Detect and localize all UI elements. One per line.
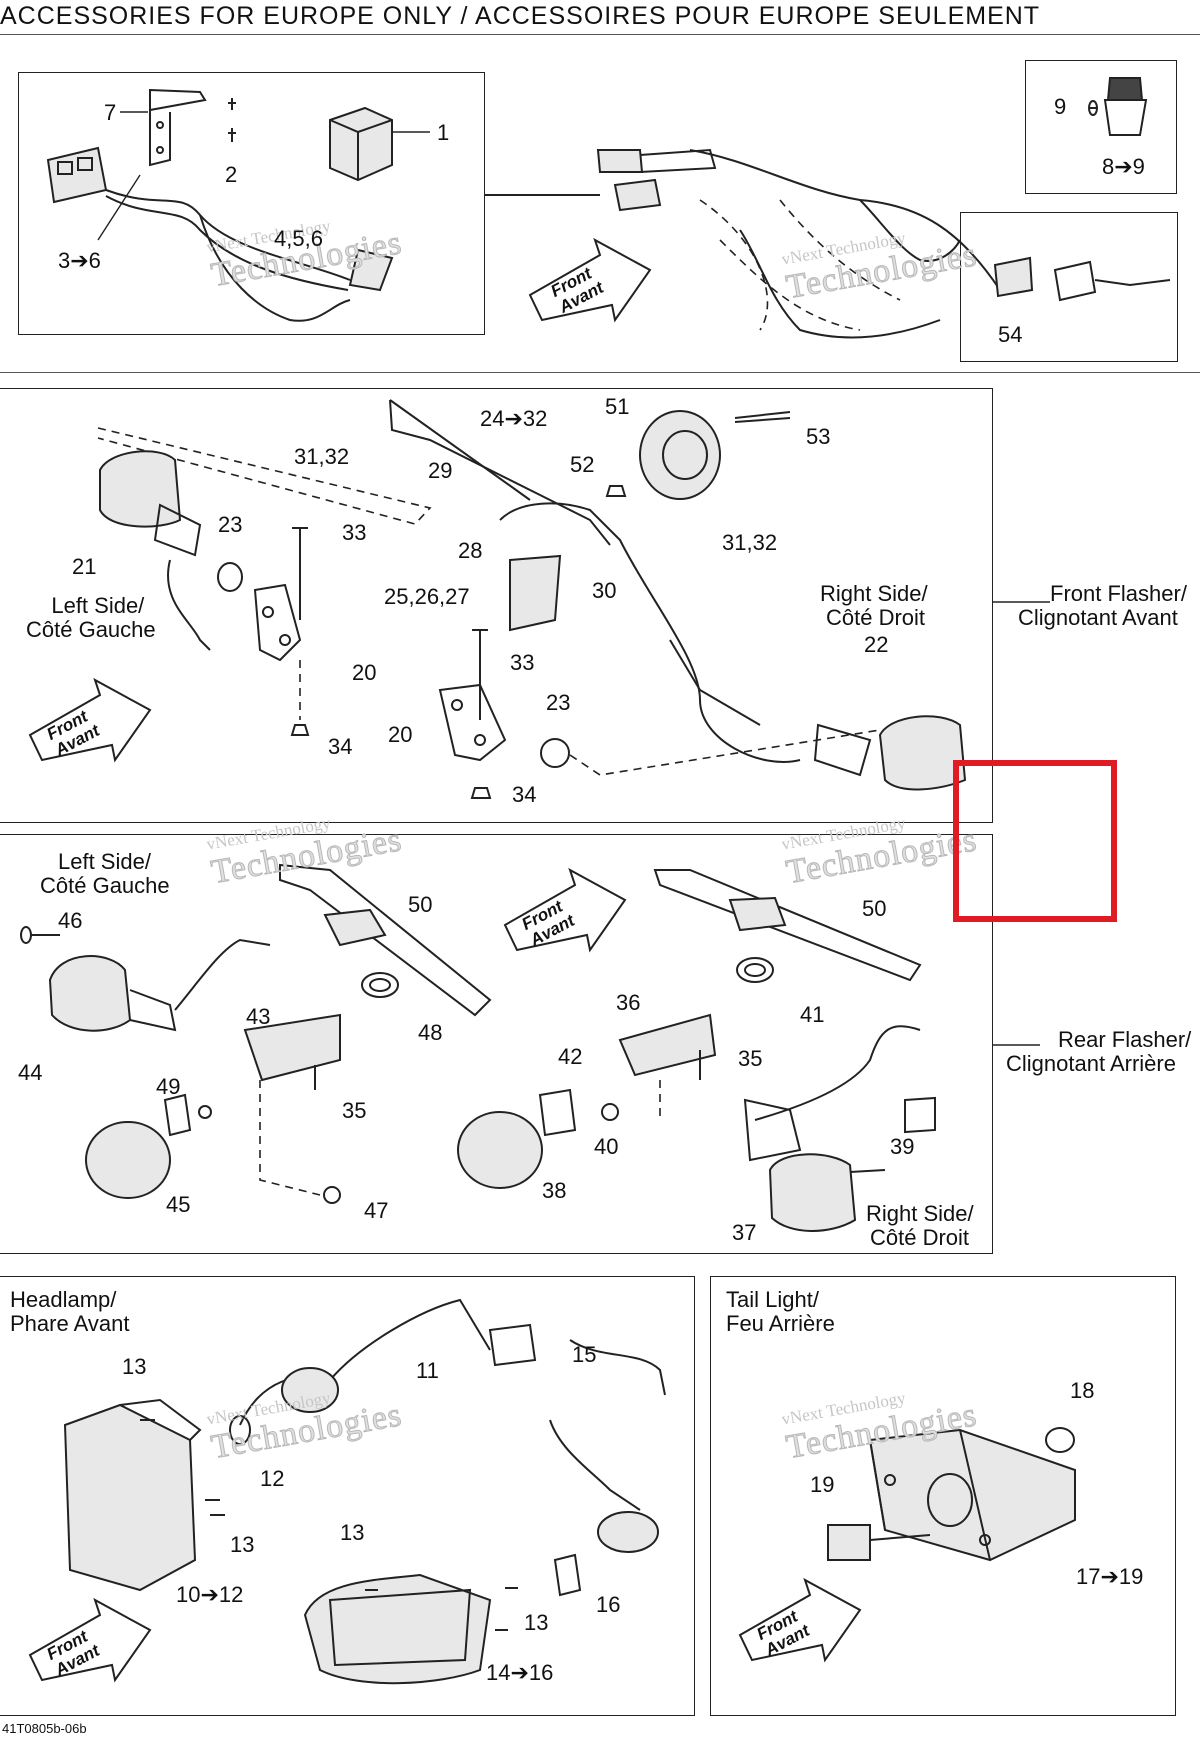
callout-label: 36 [616,990,641,1015]
left-side-label: Left Side/Côté Gauche [26,593,156,642]
callout-label: 11 [416,1358,439,1383]
callout-label: 15 [572,1342,597,1367]
callout-label: 53 [806,424,831,449]
callout-label: 4,5,6 [274,226,323,251]
panel-switch [1025,60,1177,194]
callout-label: 30 [592,578,617,603]
front-flasher-art [97,399,967,799]
callout-label: 38 [542,1178,567,1203]
callout-label: 34 [328,734,353,759]
tail-light-art [827,1427,1076,1562]
callout-label: 21 [72,554,97,579]
callout-label: 47 [364,1198,389,1223]
callout-label: 9 [1054,94,1067,119]
callout-label: 33 [342,520,367,545]
callout-label: 44 [18,1060,43,1085]
callout-label: 46 [58,908,83,933]
panel-tail-light [710,1276,1176,1716]
drawing-code: 41T0805b-06b [2,1721,87,1736]
highlight-box [953,760,1117,922]
callout-label: 42 [558,1044,583,1069]
callout-label: 54 [998,322,1023,347]
panel-flasher-relay [18,72,485,335]
right-side-label: Right Side/Côté Droit [866,1201,974,1250]
front-flasher-label: Clignotant Avant [1018,605,1178,630]
panel-headlamp [0,1276,695,1716]
rear-flasher-label: Rear Flasher/ [1058,1027,1192,1052]
rear-flasher-label: Clignotant Arrière [1006,1051,1176,1076]
title-rule [0,34,1200,35]
callout-label: 18 [1070,1378,1095,1403]
callout-label: 3➔6 [58,248,101,273]
callout-label: 52 [570,452,595,477]
callout-label: 14➔16 [486,1660,554,1685]
headlamp-label: Headlamp/Phare Avant [10,1287,130,1336]
rear-flasher-art [20,863,936,1232]
page-title: ACCESSORIES FOR EUROPE ONLY / ACCESSOIRE… [0,2,1041,30]
callout-label: 13 [340,1520,365,1545]
right-side-label: Right Side/Côté Droit [820,581,928,630]
headlamp-art [63,1298,666,1685]
callout-label: 17➔19 [1076,1564,1144,1589]
callout-label: 23 [218,512,243,537]
handlebar-art [485,77,1171,339]
callout-label: 8➔9 [1102,154,1145,179]
callout-label: 22 [864,632,889,657]
panel-front-flasher [0,388,993,823]
callout-label: 37 [732,1220,757,1245]
callout-label: 48 [418,1020,443,1045]
callout-label: 33 [510,650,535,675]
callout-label: 12 [260,1466,285,1491]
callout-label: 10➔12 [176,1582,244,1607]
callout-label: 16 [596,1592,621,1617]
callout-label: 28 [458,538,483,563]
callout-label: 41 [800,1002,825,1027]
callout-label: 39 [890,1134,915,1159]
callout-label: 40 [594,1134,619,1159]
callout-label: 13 [230,1532,255,1557]
left-side-label: Left Side/Côté Gauche [40,849,170,898]
callout-label: 20 [388,722,413,747]
callout-label: 7 [104,100,117,125]
callout-label: 50 [862,896,887,921]
callout-label: 13 [122,1354,147,1379]
callout-label: 19 [810,1472,835,1497]
callout-label: 23 [546,690,571,715]
callout-label: 34 [512,782,537,807]
callout-label: 2 [225,162,238,187]
callout-label: 29 [428,458,453,483]
callout-label: 43 [246,1004,271,1029]
callout-label: 31,32 [294,444,350,469]
callout-label: 49 [156,1074,181,1099]
flasher-relay-art [46,88,430,322]
callout-label: 35 [342,1098,367,1123]
panel-connector [960,212,1178,362]
callout-label: 20 [352,660,377,685]
section-rule [0,372,1200,373]
tail-light-label: Tail Light/Feu Arrière [726,1287,835,1336]
front-flasher-label: Front Flasher/ [1050,581,1187,606]
callout-label: 50 [408,892,433,917]
callout-label: 45 [166,1192,191,1217]
panel-rear-flasher [0,834,993,1254]
callout-label: 1 [437,120,450,145]
callout-label: 25,26,27 [384,584,470,609]
callout-label: 31,32 [722,530,778,555]
callout-label: 51 [605,394,630,419]
callout-label: 35 [738,1046,763,1071]
callout-label: 13 [524,1610,549,1635]
callout-label: 24➔32 [480,406,548,431]
